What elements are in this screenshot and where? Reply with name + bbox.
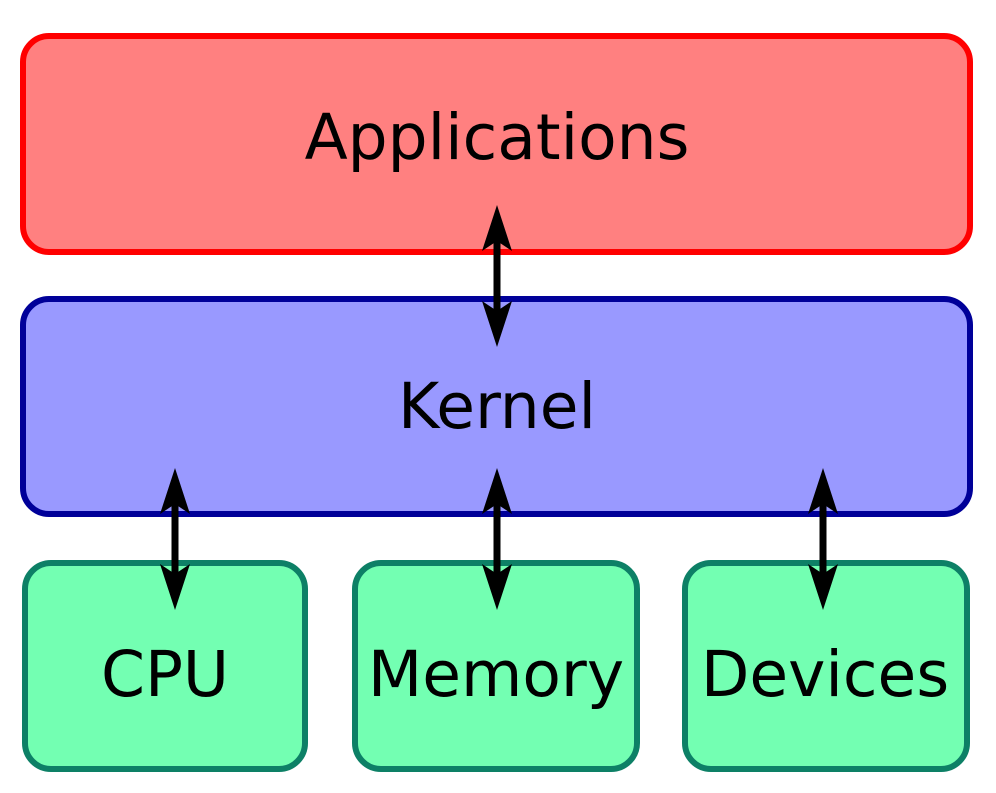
arrowhead-up-icon (482, 468, 512, 514)
applications-node: Applications (20, 33, 973, 255)
devices-node: Devices (682, 560, 970, 772)
arrow-shaft (493, 502, 501, 576)
memory-label: Memory (368, 638, 624, 711)
applications-label: Applications (305, 101, 690, 174)
arrow-shaft (171, 502, 179, 576)
cpu-node: CPU (22, 560, 308, 772)
arrow-kernel-devices (808, 468, 838, 610)
cpu-label: CPU (101, 638, 229, 711)
arrow-kernel-memory (482, 468, 512, 610)
arrow-shaft (493, 239, 501, 313)
arrow-applications-kernel (482, 205, 512, 347)
arrow-shaft (819, 502, 827, 576)
arrowhead-down-icon (808, 564, 838, 610)
cpu-box (22, 560, 308, 772)
arrowhead-down-icon (482, 301, 512, 347)
arrow-kernel-cpu (160, 468, 190, 610)
arrowhead-down-icon (482, 564, 512, 610)
arrowhead-up-icon (808, 468, 838, 514)
devices-label: Devices (701, 638, 949, 711)
arrowhead-up-icon (160, 468, 190, 514)
arrowhead-up-icon (482, 205, 512, 251)
arrowhead-down-icon (160, 564, 190, 610)
kernel-label: Kernel (398, 370, 596, 443)
